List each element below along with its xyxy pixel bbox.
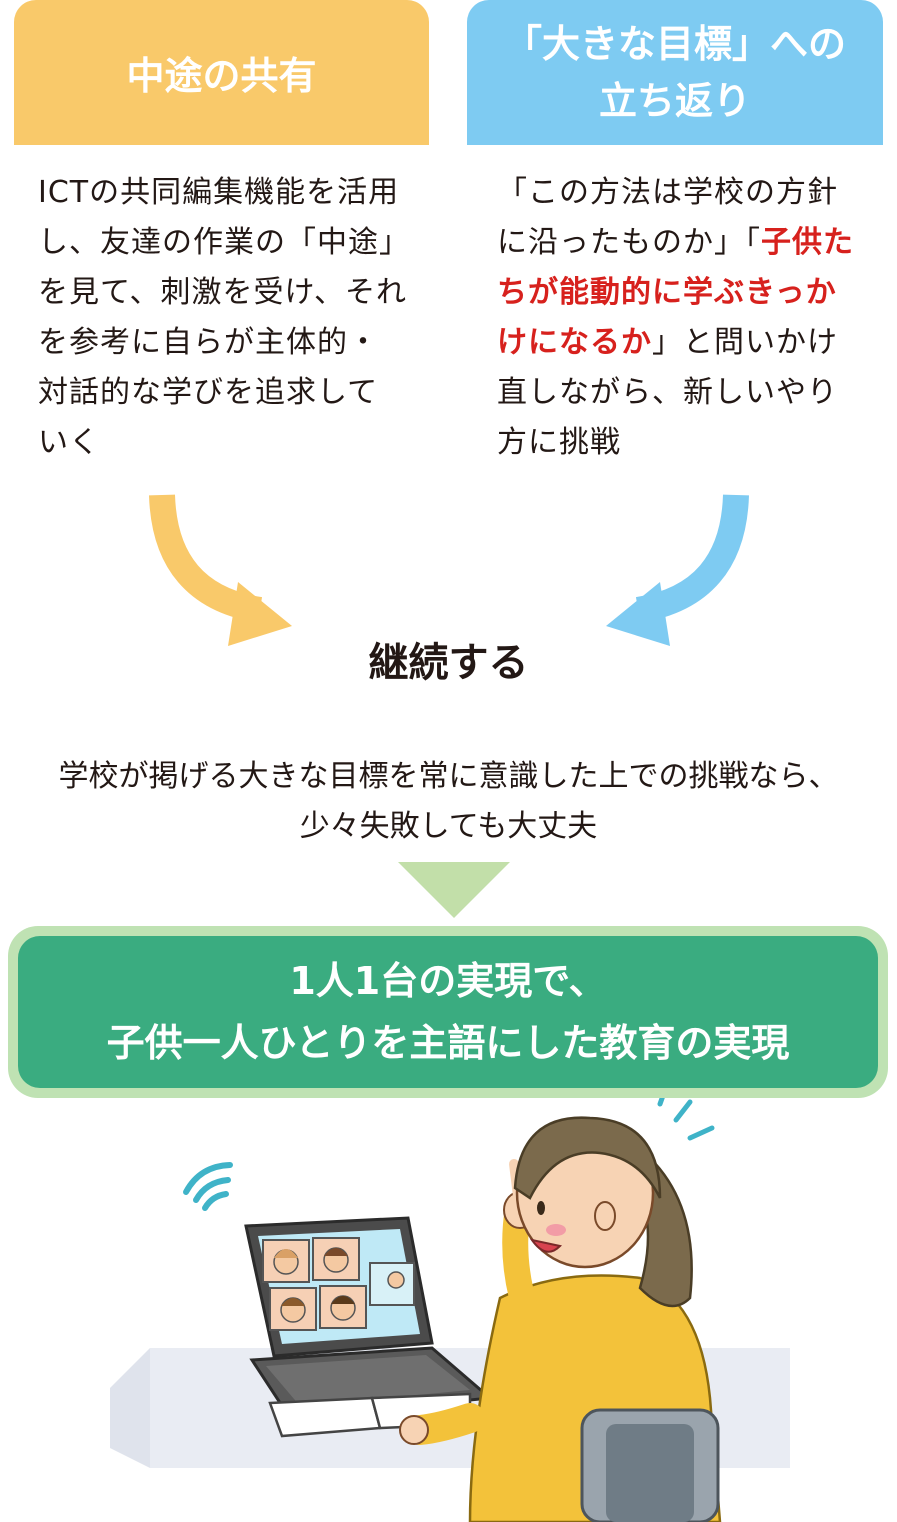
- note-text: 学校が掲げる大きな目標を常に意識した上での挑戦なら、 少々失敗しても大丈夫: [0, 752, 897, 852]
- result-line2: 子供一人ひとりを主語にした教育の実現: [106, 1021, 790, 1065]
- result-box-inner: 1人1台の実現で、 子供一人ひとりを主語にした教育の実現: [18, 936, 878, 1088]
- student-laptop-illustration: [110, 1098, 790, 1522]
- result-box: 1人1台の実現で、 子供一人ひとりを主語にした教育の実現: [8, 926, 888, 1098]
- left-box-header: 中途の共有: [14, 0, 429, 145]
- right-box-title-line2: 立ち返り: [598, 78, 751, 123]
- left-box-body: ICTの共同編集機能を活用し、友達の作業の「中途」を見て、刺激を受け、それを参考…: [38, 175, 407, 460]
- right-body-part1: 「この方法は学校の方針に沿ったものか」「: [497, 175, 838, 260]
- down-triangle-icon: [398, 862, 510, 918]
- right-body-highlight: 子供たちが能動的に学ぶきっかけになるか: [497, 225, 854, 360]
- right-box-title-line1: 「大きな目標」への: [503, 21, 846, 66]
- right-box-header: 「大きな目標」への 立ち返り: [467, 0, 883, 145]
- exclamation-marks-icon: [657, 1098, 715, 1141]
- left-curved-arrow-icon: [149, 494, 292, 646]
- left-box-title: 中途の共有: [126, 54, 317, 98]
- right-box-body: 「この方法は学校の方針に沿ったものか」「子供たちが能動的に学ぶきっかけになるか」…: [497, 168, 867, 468]
- right-body-part3: 」と問いかけ直しながら、新しいやり方に挑戦: [497, 325, 838, 460]
- continue-label: 継続する: [368, 640, 529, 686]
- wifi-icon: [183, 1162, 233, 1211]
- right-curved-arrow-icon: [606, 494, 749, 646]
- note-line1: 学校が掲げる大きな目標を常に意識した上での挑戦なら、: [58, 759, 839, 794]
- chair-icon: [580, 1408, 720, 1522]
- result-line1: 1人1台の実現で、: [289, 959, 607, 1003]
- note-line2: 少々失敗しても大丈夫: [299, 809, 598, 844]
- laptop-icon: [244, 1216, 494, 1420]
